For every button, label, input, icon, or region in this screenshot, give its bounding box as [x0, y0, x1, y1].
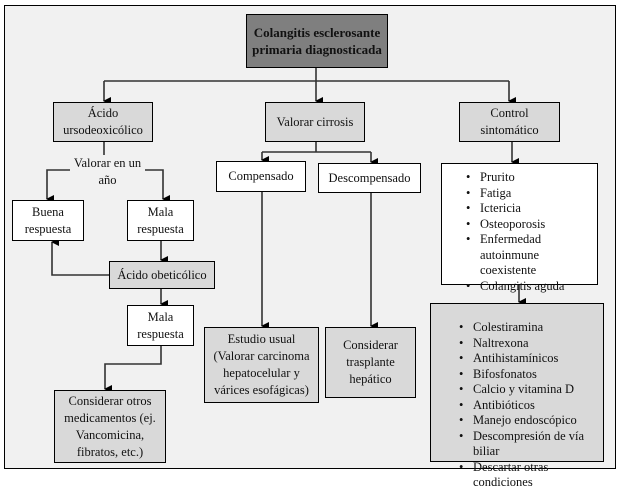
connector-oca-good — [51, 238, 109, 276]
treatment-item: Antibióticos — [459, 398, 599, 414]
other-meds-label: Considerar otros medicamentos (ej. Vanco… — [64, 393, 156, 459]
symptoms-node: Prurito Fatiga Ictericia Osteoporosis En… — [441, 163, 598, 294]
connectors — [46, 68, 526, 393]
transplant-node: Considerar trasplante hepático — [325, 327, 416, 398]
cirrhosis-node: Valorar cirrosis — [265, 102, 365, 142]
udca-node: Ácido ursodeoxicólico — [53, 102, 153, 142]
connector-assess-good — [46, 169, 70, 203]
root-label: Colangitis esclerosante primaria diagnos… — [252, 25, 382, 57]
treatments-node: Colestiramina Naltrexona Antihistamínico… — [430, 303, 604, 489]
symptom-item: Ictericia — [466, 201, 598, 217]
symptom-item: Osteoporosis — [466, 217, 598, 233]
symptoms-list: Prurito Fatiga Ictericia Osteoporosis En… — [462, 170, 598, 294]
symptom-item: Enfermedad autoinmune coexistente — [466, 232, 598, 279]
symptom-control-label: Control sintomático — [480, 106, 539, 137]
good-response-label: Buena respuesta — [24, 204, 72, 236]
bad-response-node: Mala respuesta — [127, 200, 194, 241]
treatment-item: Manejo endoscópico — [459, 413, 599, 429]
bad-response-2-label: Mala respuesta — [137, 309, 184, 341]
udca-label: Ácido ursodeoxicólico — [63, 106, 143, 137]
usual-study-node: Estudio usual (Valorar carcinoma hepatoc… — [204, 327, 319, 403]
oca-node: Ácido obeticólico — [109, 261, 215, 289]
symptom-item: Fatiga — [466, 186, 598, 202]
compensated-node: Compensado — [216, 161, 306, 192]
symptom-item: Colangitis aguda — [466, 279, 598, 295]
decompensated-label: Descompensado — [328, 170, 411, 185]
usual-study-label: Estudio usual (Valorar carcinoma hepatoc… — [213, 332, 310, 397]
treatments-list: Colestiramina Naltrexona Antihistamínico… — [455, 320, 599, 491]
treatment-item: Calcio y vitamina D — [459, 382, 599, 398]
symptom-control-node: Control sintomático — [459, 102, 560, 142]
treatment-item: Descompresión de vía biliar — [459, 429, 599, 460]
bad-response-2-node: Mala respuesta — [127, 305, 194, 346]
treatment-item: Bifosfonatos — [459, 367, 599, 383]
treatment-item: Naltrexona — [459, 336, 599, 352]
assess-label: Valorar en un año — [73, 156, 142, 187]
connector-bad2-other — [104, 346, 162, 393]
symptom-item: Prurito — [466, 170, 598, 186]
transplant-label: Considerar trasplante hepático — [343, 338, 398, 386]
treatment-item: Descartar otras condiciones — [459, 460, 599, 491]
root-node: Colangitis esclerosante primaria diagnos… — [246, 14, 388, 68]
good-response-node: Buena respuesta — [12, 200, 84, 241]
compensated-label: Compensado — [228, 169, 294, 183]
connector-assess-bad — [145, 169, 170, 203]
decompensated-node: Descompensado — [318, 163, 421, 193]
bad-response-label: Mala respuesta — [137, 204, 184, 236]
treatment-item: Colestiramina — [459, 320, 599, 336]
oca-label: Ácido obeticólico — [117, 267, 207, 282]
other-meds-node: Considerar otros medicamentos (ej. Vanco… — [54, 390, 166, 463]
cirrhosis-label: Valorar cirrosis — [276, 114, 354, 129]
treatment-item: Antihistamínicos — [459, 351, 599, 367]
